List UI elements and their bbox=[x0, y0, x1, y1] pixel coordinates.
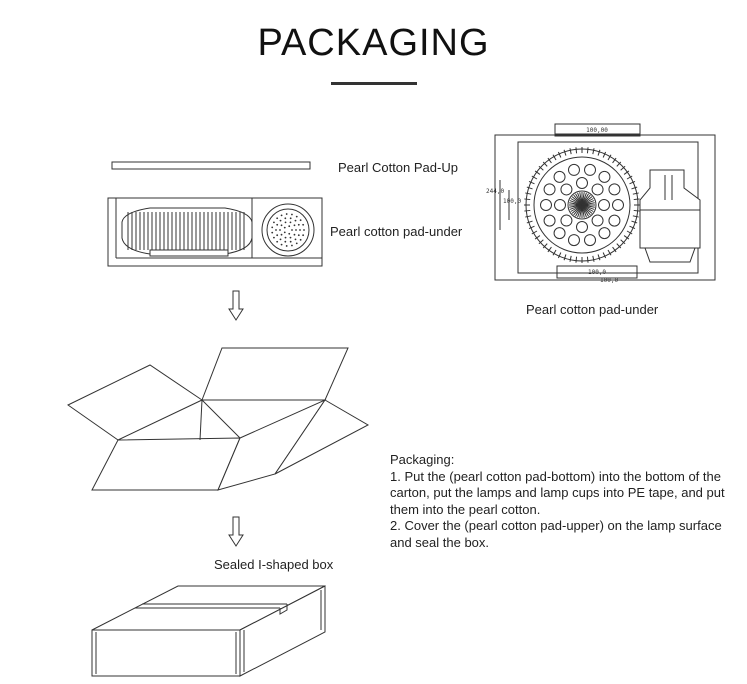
dim-bottom-outer: 100,0 bbox=[600, 277, 618, 284]
sealed-box-drawing bbox=[91, 585, 326, 677]
label-pad-under-left: Pearl cotton pad-under bbox=[330, 224, 463, 239]
dim-left-inner: 100,0 bbox=[503, 198, 521, 205]
open-box-drawing bbox=[67, 347, 370, 491]
dim-bottom-inner: 100,0 bbox=[588, 269, 606, 276]
highbay-lamp-side-icon bbox=[121, 207, 253, 257]
down-arrow-icon bbox=[228, 516, 244, 547]
pad-up-drawing bbox=[111, 161, 311, 170]
page-title: PACKAGING bbox=[257, 22, 490, 64]
dim-left-outer: 244,0 bbox=[486, 188, 504, 195]
label-sealed-box: Sealed I-shaped box bbox=[214, 557, 334, 572]
down-arrow-icon bbox=[228, 290, 244, 321]
dim-top: 100,00 bbox=[586, 127, 608, 134]
instructions-step-1: 1. Put the (pearl cotton pad-bottom) int… bbox=[390, 468, 725, 517]
pad-under-top-view-drawing bbox=[494, 123, 716, 281]
label-pad-up: Pearl Cotton Pad-Up bbox=[338, 160, 458, 175]
packaging-instructions: Packaging: 1. Put the (pearl cotton pad-… bbox=[390, 452, 740, 551]
title-underline bbox=[331, 82, 417, 85]
instructions-heading: Packaging: bbox=[390, 452, 455, 467]
pad-under-drawing bbox=[107, 197, 323, 267]
label-pad-under-right: Pearl cotton pad-under bbox=[526, 302, 659, 317]
lamp-cup-icon bbox=[261, 203, 315, 257]
instructions-step-2: 2. Cover the (pearl cotton pad-upper) on… bbox=[390, 518, 722, 550]
